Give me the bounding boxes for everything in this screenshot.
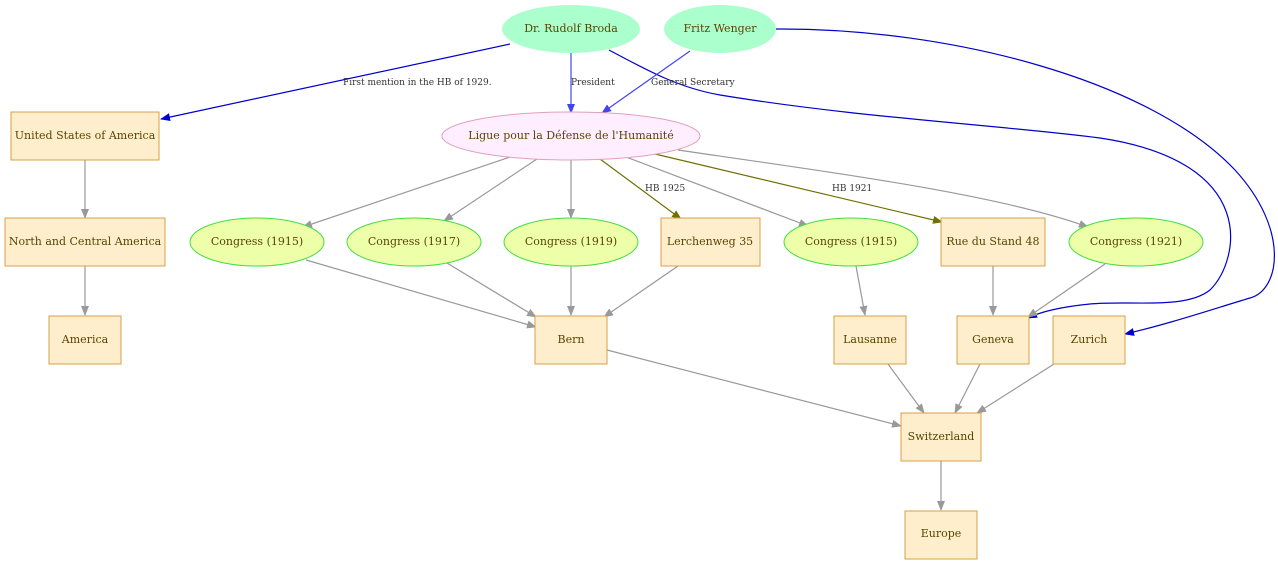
node-wenger[interactable]: Fritz Wenger [664, 5, 776, 53]
node-broda-label: Dr. Rudolf Broda [524, 22, 618, 35]
node-lausanne[interactable]: Lausanne [833, 315, 907, 365]
node-bern-label: Bern [558, 333, 585, 346]
node-lerchenweg[interactable]: Lerchenweg 35 [660, 217, 761, 267]
node-congress1919-label: Congress (1919) [525, 235, 617, 248]
node-geneva-label: Geneva [972, 333, 1014, 346]
node-wenger-label: Fritz Wenger [684, 22, 758, 35]
edge-label-president: President [571, 78, 615, 88]
edge-broda-geneva [608, 49, 1232, 319]
edge-labels: First mention in the HB of 1929. Preside… [343, 78, 872, 194]
edges [81, 28, 1275, 511]
edge-ligue-congress1915b [625, 156, 809, 227]
node-congress1915a[interactable]: Congress (1915) [189, 217, 325, 267]
edge-label-hb1925: HB 1925 [645, 184, 686, 194]
node-switzerland-label: Switzerland [908, 430, 975, 443]
edge-ligue-congress1921 [677, 149, 1089, 228]
node-america[interactable]: America [48, 315, 122, 365]
nodes: Dr. Rudolf Broda Fritz Wenger Ligue pour… [4, 5, 1204, 560]
node-lausanne-label: Lausanne [843, 333, 897, 346]
node-ligue-label: Ligue pour la Défense de l'Humanité [468, 129, 673, 142]
edge-wenger-zurich [775, 28, 1275, 336]
node-congress1919[interactable]: Congress (1919) [503, 217, 639, 267]
edge-lausanne-switzerland [887, 363, 925, 414]
node-nca-label: North and Central America [9, 235, 162, 248]
edge-ligue-ruedustand [654, 153, 943, 224]
node-america-label: America [61, 333, 109, 346]
node-zurich[interactable]: Zurich [1052, 315, 1126, 365]
node-zurich-label: Zurich [1071, 333, 1108, 346]
edge-zurich-switzerland [976, 363, 1055, 414]
node-ruedustand-label: Rue du Stand 48 [946, 235, 1039, 248]
edge-wenger-ligue [601, 50, 691, 114]
edge-congress1915b-lausanne [855, 265, 868, 316]
edge-label-first-mention: First mention in the HB of 1929. [343, 78, 492, 88]
node-europe[interactable]: Europe [904, 510, 978, 560]
node-usa-label: United States of America [15, 129, 156, 142]
node-lerchenweg-label: Lerchenweg 35 [667, 235, 753, 248]
node-congress1917[interactable]: Congress (1917) [346, 217, 482, 267]
edge-broda-usa [160, 43, 511, 122]
node-congress1921-label: Congress (1921) [1090, 235, 1182, 248]
edge-ligue-lerchenweg [599, 158, 682, 220]
edge-congress1915a-bern [305, 259, 537, 329]
node-congress1921[interactable]: Congress (1921) [1068, 217, 1204, 267]
edge-lerchenweg-bern [603, 265, 679, 318]
node-geneva[interactable]: Geneva [956, 315, 1030, 365]
node-congress1915a-label: Congress (1915) [211, 235, 303, 248]
node-ruedustand[interactable]: Rue du Stand 48 [940, 217, 1046, 267]
edge-congress1917-bern [446, 262, 537, 318]
node-congress1917-label: Congress (1917) [368, 235, 460, 248]
edge-ligue-congress1917 [443, 158, 538, 222]
edge-ligue-congress1915a [302, 156, 511, 228]
node-nca[interactable]: North and Central America [4, 217, 166, 267]
edge-label-general-secretary: General Secretary [651, 78, 735, 88]
node-ligue[interactable]: Ligue pour la Défense de l'Humanité [441, 111, 701, 161]
edge-label-hb1921: HB 1921 [832, 184, 872, 194]
node-switzerland[interactable]: Switzerland [900, 412, 982, 462]
node-congress1915b-label: Congress (1915) [805, 235, 897, 248]
node-europe-label: Europe [921, 527, 962, 540]
node-congress1915b[interactable]: Congress (1915) [783, 217, 919, 267]
node-broda[interactable]: Dr. Rudolf Broda [502, 5, 640, 53]
edge-congress1921-geneva [1027, 263, 1106, 318]
node-usa[interactable]: United States of America [10, 111, 160, 161]
node-bern[interactable]: Bern [534, 315, 608, 365]
edge-geneva-switzerland [954, 363, 981, 414]
edge-bern-switzerland [606, 349, 902, 428]
